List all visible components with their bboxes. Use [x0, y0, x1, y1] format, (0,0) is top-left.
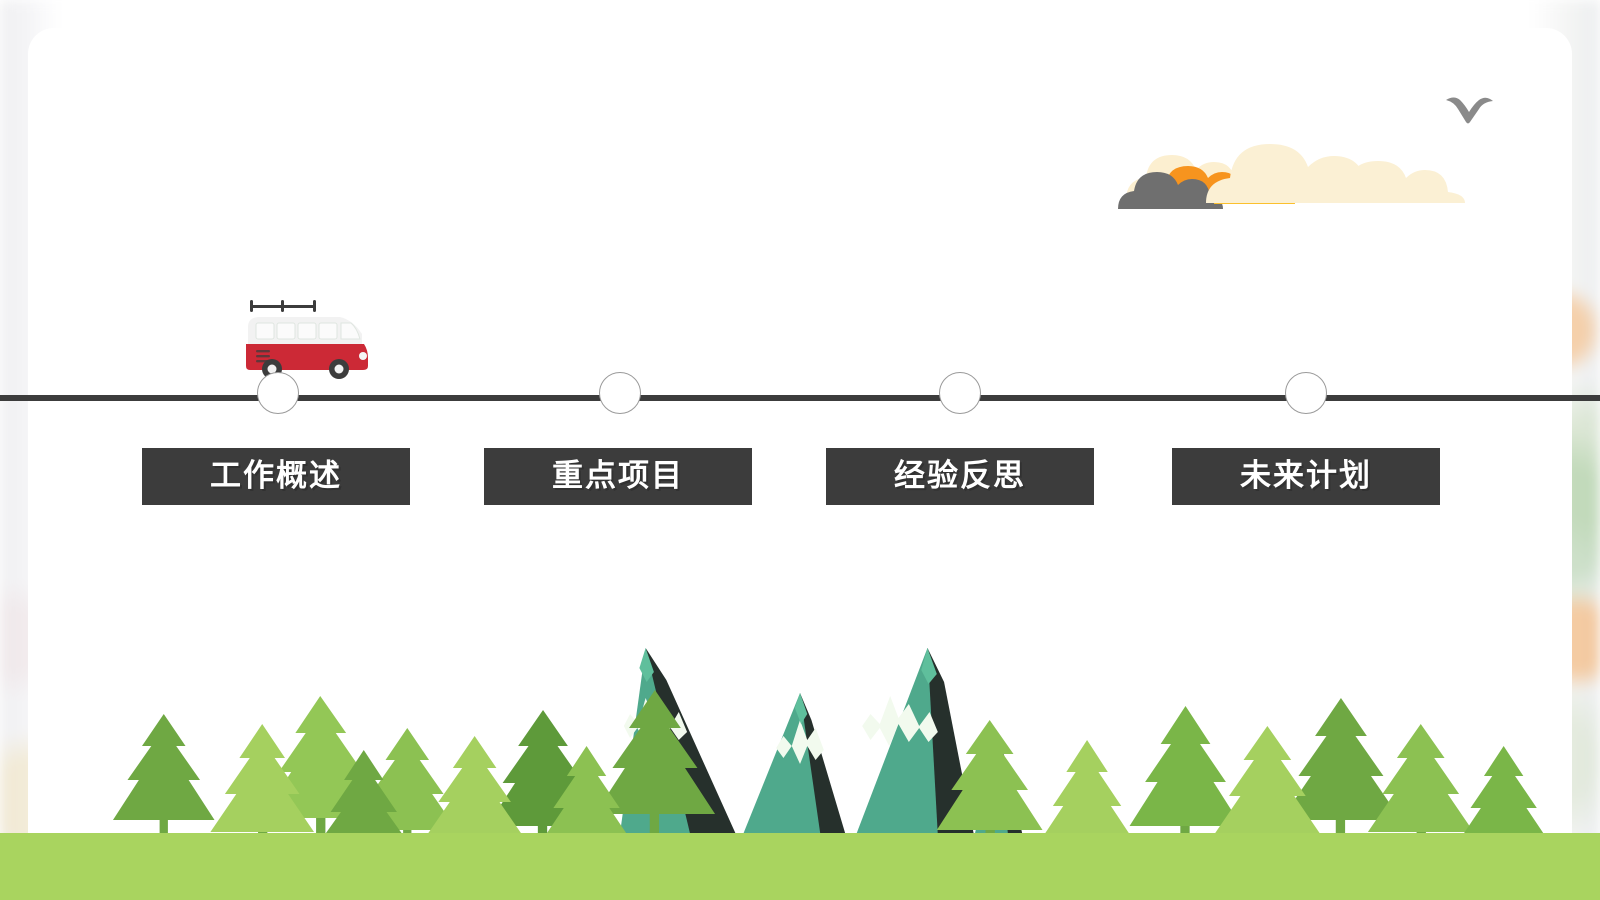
ground-band [0, 833, 1600, 900]
sky-decoration-group [1118, 97, 1493, 209]
timeline-label-3[interactable]: 经验反思 [826, 448, 1094, 505]
timeline-label-2-text: 重点项目 [552, 458, 684, 493]
timeline-label-2[interactable]: 重点项目 [484, 448, 752, 505]
timeline-label-3-text: 经验反思 [894, 458, 1026, 493]
timeline-node-2[interactable] [599, 372, 641, 414]
timeline-axis [0, 395, 1600, 401]
tree-front-layer [210, 720, 1550, 868]
timeline-node-4[interactable] [1285, 372, 1327, 414]
timeline-node-1[interactable] [257, 372, 299, 414]
timeline-label-4-text: 未来计划 [1240, 458, 1372, 493]
van-windows-group [255, 322, 361, 340]
gray-cloud-icon [1118, 172, 1223, 209]
retro-van-icon [246, 300, 368, 379]
landscape-illustration [112, 648, 1550, 873]
timeline-label-1[interactable]: 工作概述 [142, 448, 410, 505]
timeline-label-4[interactable]: 未来计划 [1172, 448, 1440, 505]
timeline-label-1-text: 工作概述 [210, 458, 342, 493]
timeline-node-3[interactable] [939, 372, 981, 414]
cream-cloud-right-icon [1330, 161, 1465, 203]
seagull-icon [1446, 97, 1493, 124]
van-roof-rack-icon [250, 300, 316, 312]
